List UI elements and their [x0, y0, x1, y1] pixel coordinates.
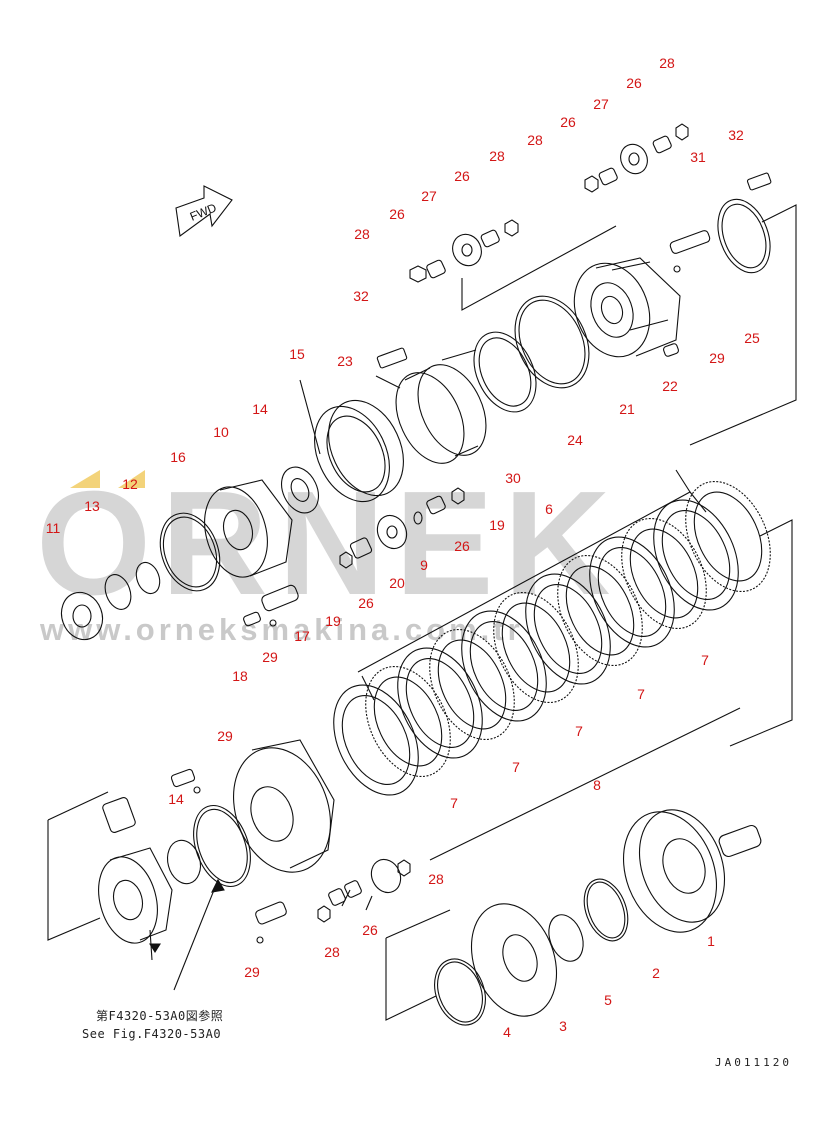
clutch-disc — [693, 491, 763, 582]
callout: 26 — [389, 206, 405, 222]
watermark-logo: ORNEK — [36, 461, 621, 626]
clutch-disc — [565, 565, 635, 656]
clutch-disc — [429, 628, 515, 741]
callout: 27 — [593, 96, 609, 112]
callout: 26 — [358, 595, 374, 611]
clutch-disc — [493, 591, 579, 704]
callout: 7 — [701, 652, 709, 668]
planet-carrier — [232, 739, 411, 944]
callout: 22 — [662, 378, 678, 394]
lower-left-parts — [98, 768, 251, 991]
callout: 32 — [353, 288, 369, 304]
callout: 29 — [709, 350, 725, 366]
callout: 29 — [262, 649, 278, 665]
watermark-url: www.orneksmakina.com.tr — [40, 612, 524, 647]
callout: 2 — [652, 965, 660, 981]
callout: 28 — [527, 132, 543, 148]
callout: 20 — [389, 575, 405, 591]
clutch-disc — [461, 610, 547, 722]
drawing-id: JA011120 — [715, 1056, 792, 1069]
callout: 32 — [728, 127, 744, 143]
callout: 26 — [626, 75, 642, 91]
callout: 31 — [690, 149, 706, 165]
callout: 28 — [489, 148, 505, 164]
callout: 24 — [567, 432, 583, 448]
callout: 28 — [354, 226, 370, 242]
callout: 14 — [252, 401, 268, 417]
callout: 28 — [324, 944, 340, 960]
callout: 7 — [450, 795, 458, 811]
clutch-disc — [373, 676, 443, 767]
callout: 14 — [168, 791, 184, 807]
callout: 4 — [503, 1024, 511, 1040]
upper-planet-parts — [376, 123, 772, 369]
clutch-disc — [557, 554, 643, 667]
callout: 11 — [45, 520, 61, 536]
callout: 17 — [294, 628, 310, 644]
callout: 28 — [659, 55, 675, 71]
clutch-disc — [397, 647, 483, 759]
ring-gear-15 — [314, 399, 404, 503]
clutch-disc — [437, 639, 507, 730]
clutch-disc — [501, 602, 571, 693]
callout: 26 — [560, 114, 576, 130]
leader-lines — [47, 204, 797, 1021]
fwd-arrow-icon: FWD — [175, 185, 233, 237]
callout: 16 — [170, 449, 186, 465]
callout: 9 — [420, 557, 428, 573]
callout: 29 — [244, 964, 260, 980]
callout: 27 — [421, 188, 437, 204]
callout: 18 — [232, 668, 248, 684]
clutch-disc — [653, 499, 739, 611]
callout: 1 — [707, 933, 715, 949]
clutch-disc — [597, 547, 667, 637]
ring-gear-23 — [395, 364, 487, 464]
clutch-disc — [621, 517, 707, 630]
reference-note-en: See Fig.F4320-53A0 — [82, 1027, 222, 1041]
clutch-disc — [685, 480, 771, 593]
callout: 26 — [454, 168, 470, 184]
clutch-disc — [629, 528, 699, 619]
callout: 15 — [289, 346, 305, 362]
clutch-disc — [533, 584, 603, 674]
clutch-disc — [341, 695, 411, 785]
callout: 30 — [505, 470, 521, 486]
callout: 21 — [619, 401, 635, 417]
clutch-disc — [333, 684, 419, 796]
clutch-disc-pack — [333, 480, 771, 796]
callout: 12 — [122, 476, 138, 492]
callout: 7 — [637, 686, 645, 702]
clutch-disc — [525, 573, 611, 685]
callout: 3 — [559, 1018, 567, 1034]
callout: 13 — [84, 498, 100, 514]
callout: 8 — [593, 777, 601, 793]
callout: 26 — [362, 922, 378, 938]
callout: 10 — [213, 424, 229, 440]
callout: 19 — [489, 517, 505, 533]
housing-parts — [434, 198, 771, 1026]
callout: 6 — [545, 501, 553, 517]
callout: 28 — [428, 871, 444, 887]
clutch-disc — [589, 536, 675, 648]
callout: 7 — [512, 759, 520, 775]
callout: 5 — [604, 992, 612, 1008]
clutch-disc — [405, 658, 475, 748]
carrier-21 — [573, 257, 681, 358]
callout: 26 — [454, 538, 470, 554]
callout: 19 — [325, 613, 341, 629]
callout: 29 — [217, 728, 233, 744]
clutch-disc — [469, 621, 539, 711]
reference-note-jp: 第F4320-53A0図参照 — [96, 1009, 224, 1023]
callout: 7 — [575, 723, 583, 739]
carrier-10 — [204, 479, 293, 578]
clutch-disc — [365, 665, 451, 778]
callout: 23 — [337, 353, 353, 369]
callout: 25 — [744, 330, 760, 346]
clutch-disc — [661, 510, 731, 600]
